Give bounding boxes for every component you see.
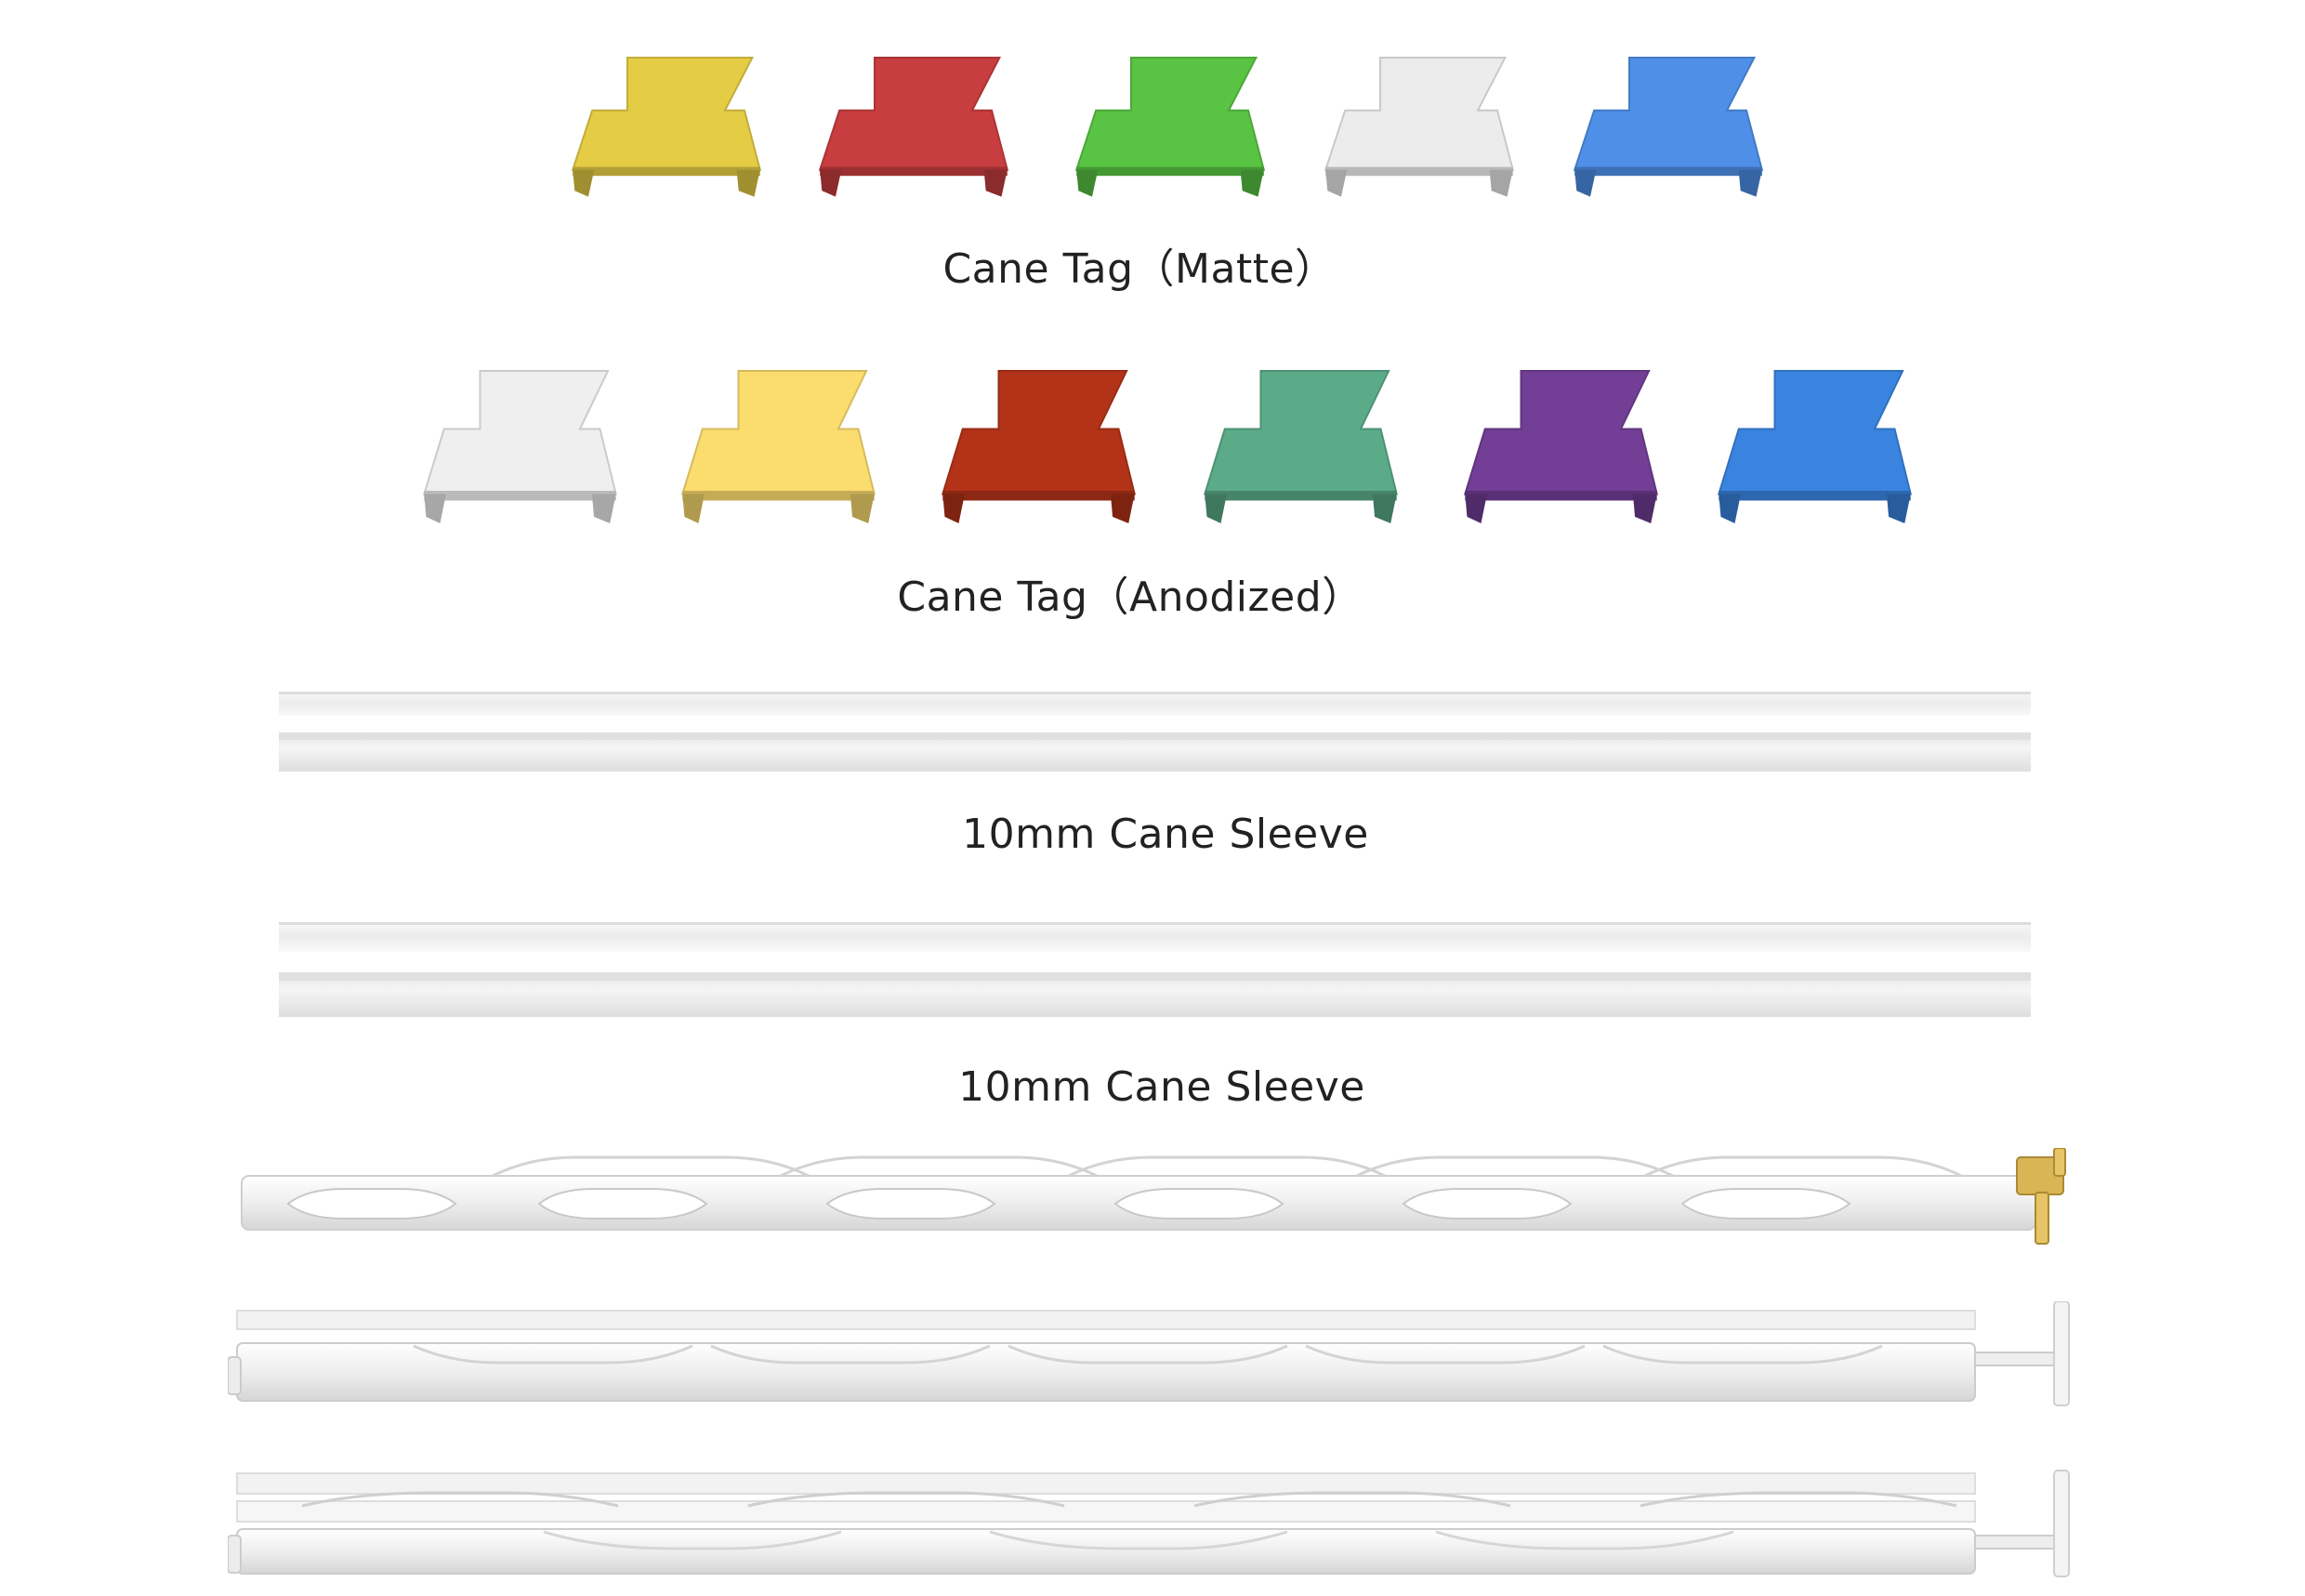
cane-tag-anodized-purple [1463, 370, 1658, 523]
caption-cane-tag-anodized: Cane Tag（Anodized） [897, 574, 1363, 621]
slotted-cane-rail-2 [228, 1301, 2070, 1406]
matte-tag-row [0, 54, 2305, 203]
caption-cane-tag-matte: Cane Tag（Matte） [942, 245, 1337, 293]
cane-sleeve-image-1 [279, 692, 2031, 772]
cane-tag-matte-red [818, 57, 1009, 197]
caption-cane-sleeve-2: 10mm Cane Sleeve [958, 1063, 1365, 1111]
cane-tag-anodized-blue [1717, 370, 1912, 523]
rail-slots [286, 1188, 1851, 1220]
slotted-cane-rail-3 [228, 1470, 2070, 1577]
cane-tag-matte-green [1074, 57, 1266, 197]
caption-cane-sleeve-1: 10mm Cane Sleeve [962, 811, 1369, 858]
cane-tag-anodized-red [941, 370, 1136, 523]
cane-tag-anodized-white [422, 370, 617, 523]
gold-clip-icon [2016, 1148, 2066, 1245]
anodized-tag-row [0, 367, 2305, 534]
cane-tag-matte-blue [1573, 57, 1764, 197]
cane-sleeve-image-2 [279, 922, 2031, 1017]
cane-tag-matte-yellow [571, 57, 762, 197]
cane-tag-anodized-yellow [680, 370, 876, 523]
cane-tag-anodized-teal-green [1203, 370, 1398, 523]
cane-tag-matte-white [1324, 57, 1515, 197]
rail-waves [492, 1155, 1962, 1178]
slotted-cane-rail-with-clip [241, 1148, 2066, 1245]
